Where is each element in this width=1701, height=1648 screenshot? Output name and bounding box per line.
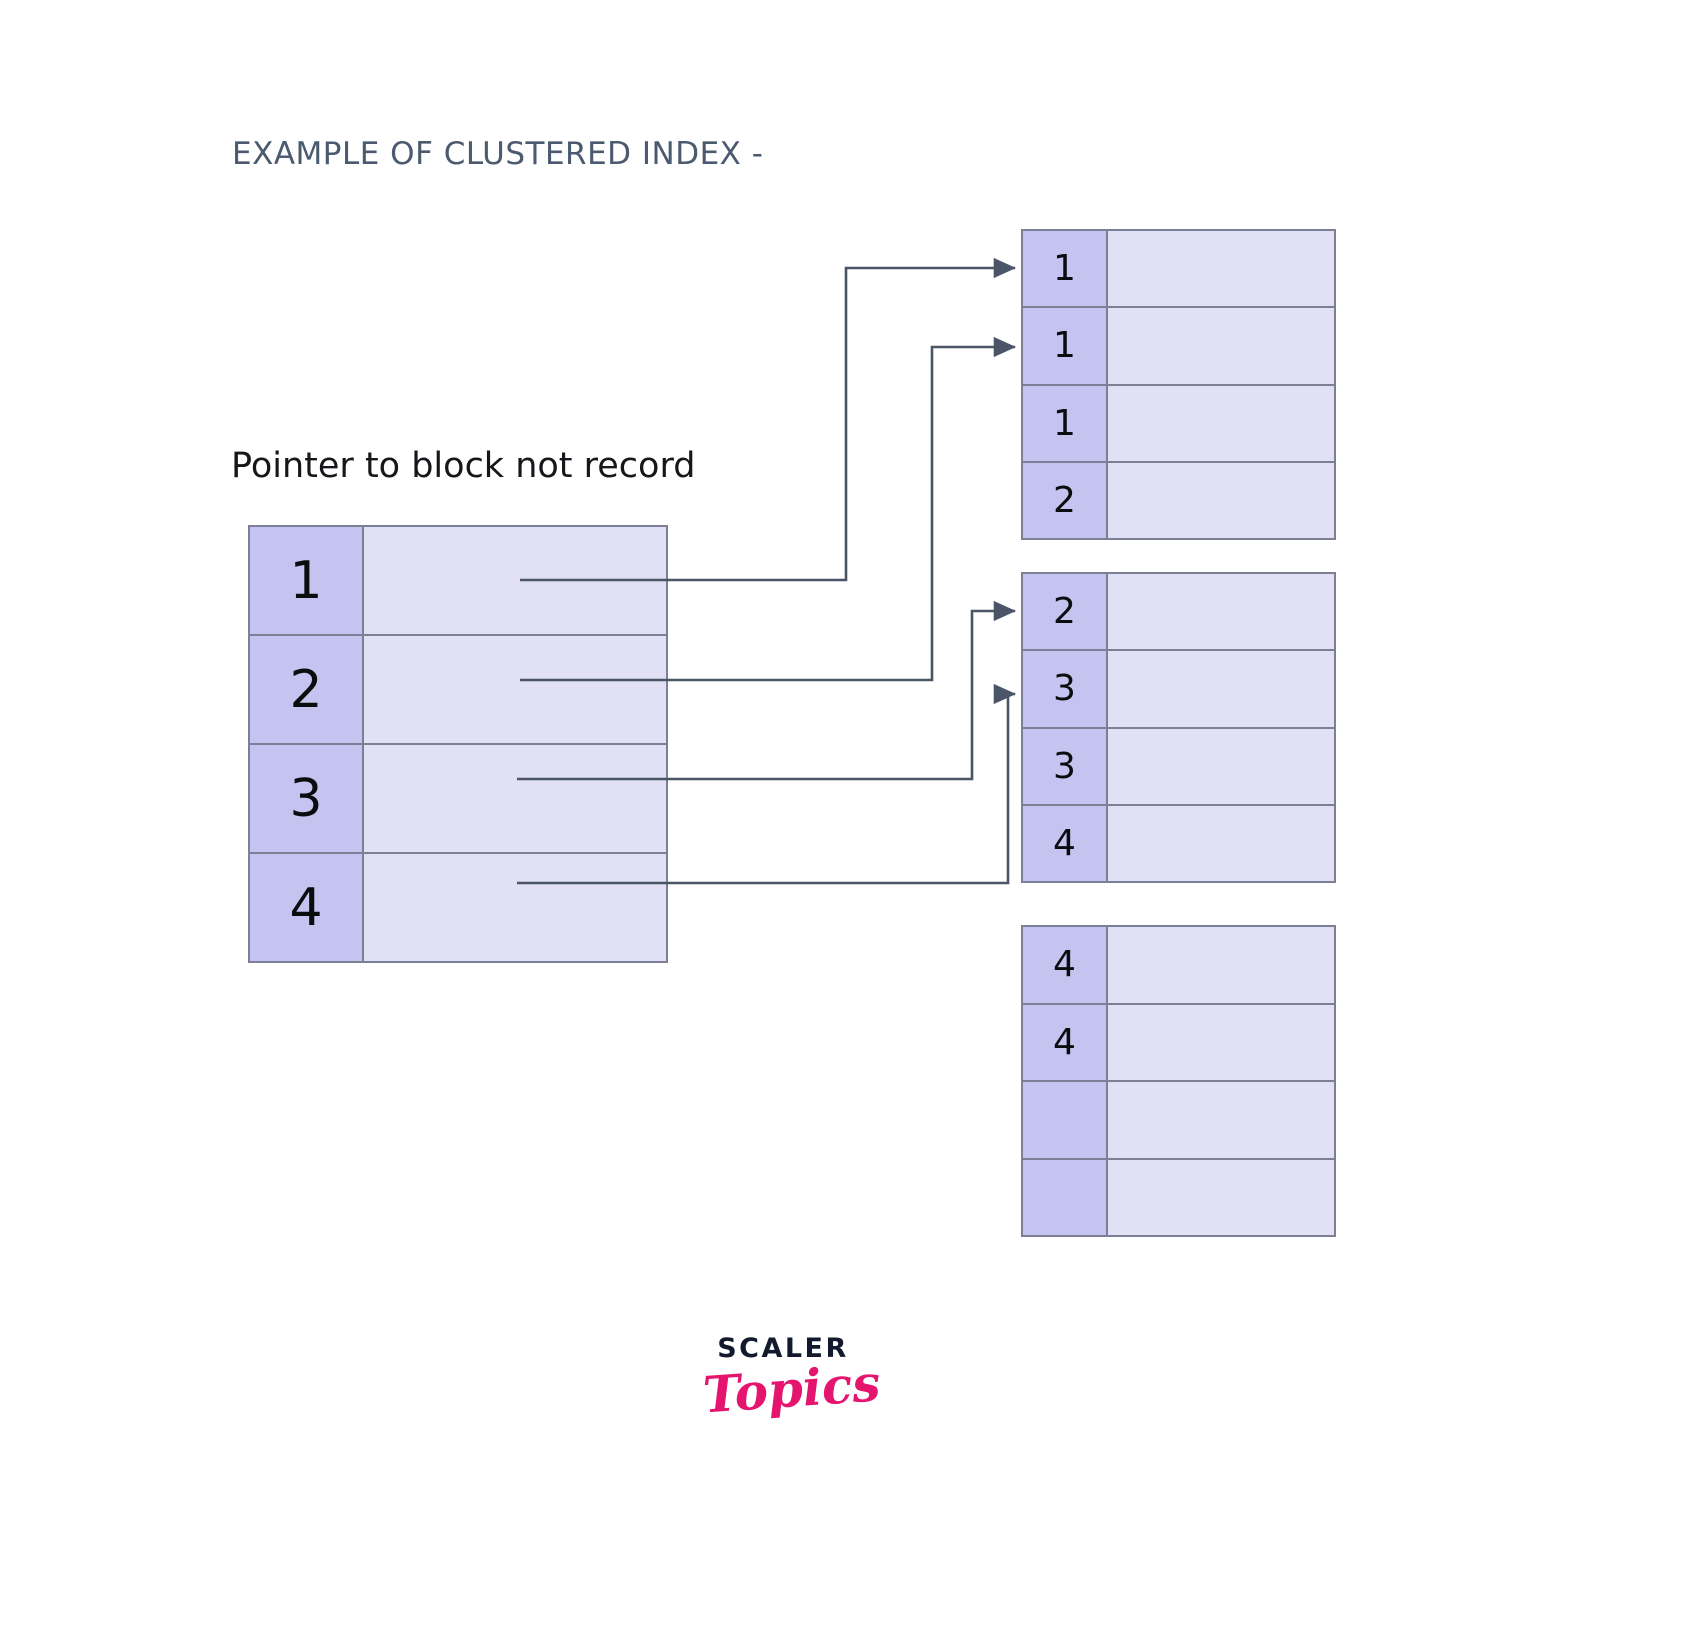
- table-row: 1: [250, 527, 666, 636]
- block-key-cell: 4: [1023, 1004, 1108, 1080]
- block-key-cell: 3: [1023, 728, 1108, 804]
- index-data-cell: [364, 527, 666, 634]
- table-row: 2: [1023, 574, 1334, 652]
- page-title: EXAMPLE OF CLUSTERED INDEX -: [232, 136, 764, 172]
- pointer-caption: Pointer to block not record: [231, 446, 696, 486]
- table-row: 4: [250, 854, 666, 961]
- logo-scaler-text: SCALER: [717, 1333, 849, 1364]
- block-data-cell: [1108, 1159, 1334, 1235]
- table-row: 3: [250, 745, 666, 854]
- index-key-cell: 2: [250, 636, 364, 743]
- data-block-3: 4 4: [1021, 925, 1336, 1237]
- table-row: 2: [1023, 462, 1334, 538]
- block-key-cell: 1: [1023, 231, 1108, 307]
- block-key-cell: 3: [1023, 651, 1108, 727]
- block-data-cell: [1108, 805, 1334, 881]
- table-row: 1: [1023, 308, 1334, 386]
- table-row: 3: [1023, 651, 1334, 729]
- data-block-2: 2 3 3 4: [1021, 572, 1336, 883]
- block-key-cell: [1023, 1159, 1108, 1235]
- block-key-cell: 2: [1023, 574, 1108, 650]
- clustered-index-table: 1 2 3 4: [248, 525, 668, 963]
- index-data-cell: [364, 745, 666, 852]
- logo-topics-text: Topics: [701, 1353, 883, 1425]
- block-data-cell: [1108, 462, 1334, 538]
- block-key-cell: 1: [1023, 385, 1108, 461]
- index-key-cell: 3: [250, 745, 364, 852]
- index-data-cell: [364, 854, 666, 961]
- index-key-cell: 4: [250, 854, 364, 961]
- table-row: 3: [1023, 728, 1334, 806]
- table-row: [1023, 1082, 1334, 1160]
- block-data-cell: [1108, 385, 1334, 461]
- block-key-cell: [1023, 1082, 1108, 1158]
- data-block-1: 1 1 1 2: [1021, 229, 1336, 540]
- table-row: 1: [1023, 385, 1334, 463]
- block-data-cell: [1108, 231, 1334, 307]
- table-row: 1: [1023, 231, 1334, 309]
- block-key-cell: 4: [1023, 805, 1108, 881]
- block-data-cell: [1108, 308, 1334, 384]
- block-data-cell: [1108, 574, 1334, 650]
- table-row: [1023, 1159, 1334, 1235]
- table-row: 4: [1023, 927, 1334, 1005]
- index-data-cell: [364, 636, 666, 743]
- block-data-cell: [1108, 651, 1334, 727]
- block-key-cell: 1: [1023, 308, 1108, 384]
- block-key-cell: 4: [1023, 927, 1108, 1003]
- block-data-cell: [1108, 1082, 1334, 1158]
- table-row: 4: [1023, 805, 1334, 881]
- block-key-cell: 2: [1023, 462, 1108, 538]
- index-key-cell: 1: [250, 527, 364, 634]
- scaler-topics-logo: SCALER Topics: [701, 1333, 883, 1445]
- block-data-cell: [1108, 728, 1334, 804]
- table-row: 2: [250, 636, 666, 745]
- block-data-cell: [1108, 1004, 1334, 1080]
- block-data-cell: [1108, 927, 1334, 1003]
- table-row: 4: [1023, 1004, 1334, 1082]
